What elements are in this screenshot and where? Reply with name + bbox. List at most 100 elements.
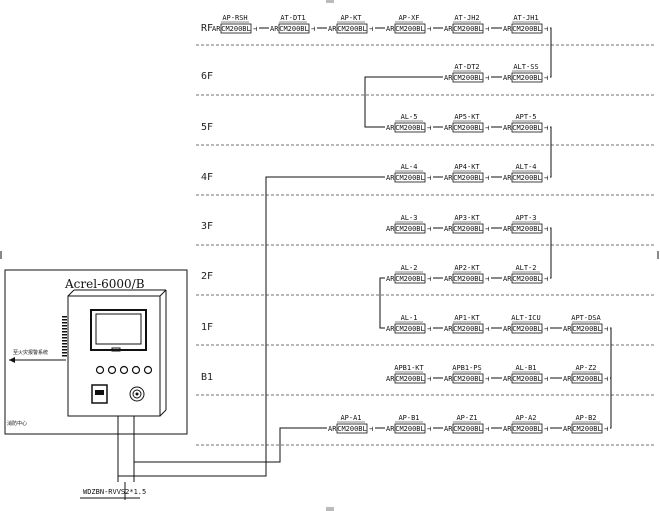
meter-box-label: CM200BL xyxy=(337,25,367,33)
panel-prefix: AR xyxy=(444,74,453,82)
panel-name-label: AP2-KT xyxy=(454,264,480,272)
vent-slot xyxy=(62,328,67,330)
indicator-light-icon xyxy=(143,365,153,375)
vent-slot xyxy=(62,319,67,321)
riser-1f-b1 xyxy=(610,327,612,379)
vent-slot xyxy=(62,331,67,333)
panel-suffix: ⊣ xyxy=(427,225,431,233)
panel-prefix: AR xyxy=(328,425,337,433)
floor-label-2f: 2F xyxy=(201,271,213,282)
panel-prefix: AR xyxy=(503,325,512,333)
meter-box-label: CM200BL xyxy=(512,225,542,233)
meter-box-label: CM200BL xyxy=(395,375,425,383)
panel-name-label: APT-DSA xyxy=(571,314,601,322)
fire-alarm-arrow-icon xyxy=(9,357,15,363)
meter-box xyxy=(452,273,484,284)
edge-marker-right xyxy=(657,251,659,259)
meter-box xyxy=(452,23,484,34)
meter-box xyxy=(394,323,426,334)
meter-box-label: CM200BL xyxy=(395,325,425,333)
meter-box xyxy=(571,373,603,384)
riser-b1-b1 xyxy=(610,377,612,429)
meter-box-label: CM200BL xyxy=(453,174,483,182)
meter-box xyxy=(336,423,368,434)
panel-suffix: ⊣ xyxy=(485,225,489,233)
panel-suffix: ⊣ xyxy=(485,124,489,132)
meter-box-label: CM200BL xyxy=(512,124,542,132)
panel-prefix: AR xyxy=(328,25,337,33)
indicator-light-icon xyxy=(131,365,141,375)
meter-box xyxy=(511,172,543,183)
meter-box xyxy=(452,172,484,183)
panel-prefix: AR xyxy=(386,375,395,383)
meter-box-label: CM200BL xyxy=(512,325,542,333)
panel-name-label: ALT-2 xyxy=(515,264,536,272)
panel-name-label: ALT-SS xyxy=(513,63,538,71)
meter-box xyxy=(394,223,426,234)
vent-slot xyxy=(62,316,67,318)
meter-box-label: CM200BL xyxy=(453,74,483,82)
floor-label-6f: 6F xyxy=(201,71,213,82)
meter-box xyxy=(394,273,426,284)
panel-name-label: AP-Z1 xyxy=(456,414,477,422)
meter-box-label: CM200BL xyxy=(395,174,425,182)
panel-prefix: AR xyxy=(503,74,512,82)
panel-suffix: ⊣ xyxy=(485,375,489,383)
cabinet-top-edge xyxy=(67,289,75,297)
panel-prefix: AR xyxy=(563,425,572,433)
panel-suffix: ⊣ xyxy=(544,174,548,182)
meter-box xyxy=(278,23,310,34)
meter-box xyxy=(452,423,484,434)
panel-name-label: AL-4 xyxy=(401,163,418,171)
panel-suffix: ⊣ xyxy=(544,74,548,82)
riser-b1-controller xyxy=(134,427,327,463)
panel-prefix: AR xyxy=(270,25,279,33)
panel-suffix: ⊣ xyxy=(544,275,548,283)
vent-slot xyxy=(62,343,67,345)
panel-suffix: ⊣ xyxy=(427,325,431,333)
meter-box xyxy=(452,122,484,133)
meter-box xyxy=(394,172,426,183)
panel-prefix: AR xyxy=(444,174,453,182)
panel-prefix: AR xyxy=(212,25,221,33)
cable-spec-label: WDZBN-RVVS2*1.5 xyxy=(83,488,146,496)
meter-box-label: CM200BL xyxy=(453,375,483,383)
meter-box-label: CM200BL xyxy=(512,275,542,283)
touch-screen xyxy=(90,309,147,351)
meter-box-label: CM200BL xyxy=(453,325,483,333)
floor-label-b1: B1 xyxy=(201,372,213,383)
panel-suffix: ⊣ xyxy=(427,174,431,182)
panel-suffix: ⊣ xyxy=(544,425,548,433)
buzzer-speaker-inner xyxy=(132,389,142,399)
panel-suffix: ⊣ xyxy=(369,25,373,33)
panel-prefix: AR xyxy=(386,174,395,182)
meter-box xyxy=(394,122,426,133)
edge-marker-top xyxy=(326,0,334,3)
panel-name-label: APB1-PS xyxy=(452,364,482,372)
meter-box-label: CM200BL xyxy=(337,425,367,433)
panel-name-label: AP-XF xyxy=(398,14,419,22)
meter-box-label: CM200BL xyxy=(279,25,309,33)
cabinet-top-edge-2 xyxy=(159,289,167,297)
panel-suffix: ⊣ xyxy=(544,124,548,132)
panel-suffix: ⊣ xyxy=(485,325,489,333)
panel-name-label: AP4-KT xyxy=(454,163,480,171)
panel-name-label: APT-3 xyxy=(515,214,536,222)
meter-box-label: CM200BL xyxy=(453,425,483,433)
panel-prefix: AR xyxy=(563,375,572,383)
meter-box xyxy=(511,423,543,434)
